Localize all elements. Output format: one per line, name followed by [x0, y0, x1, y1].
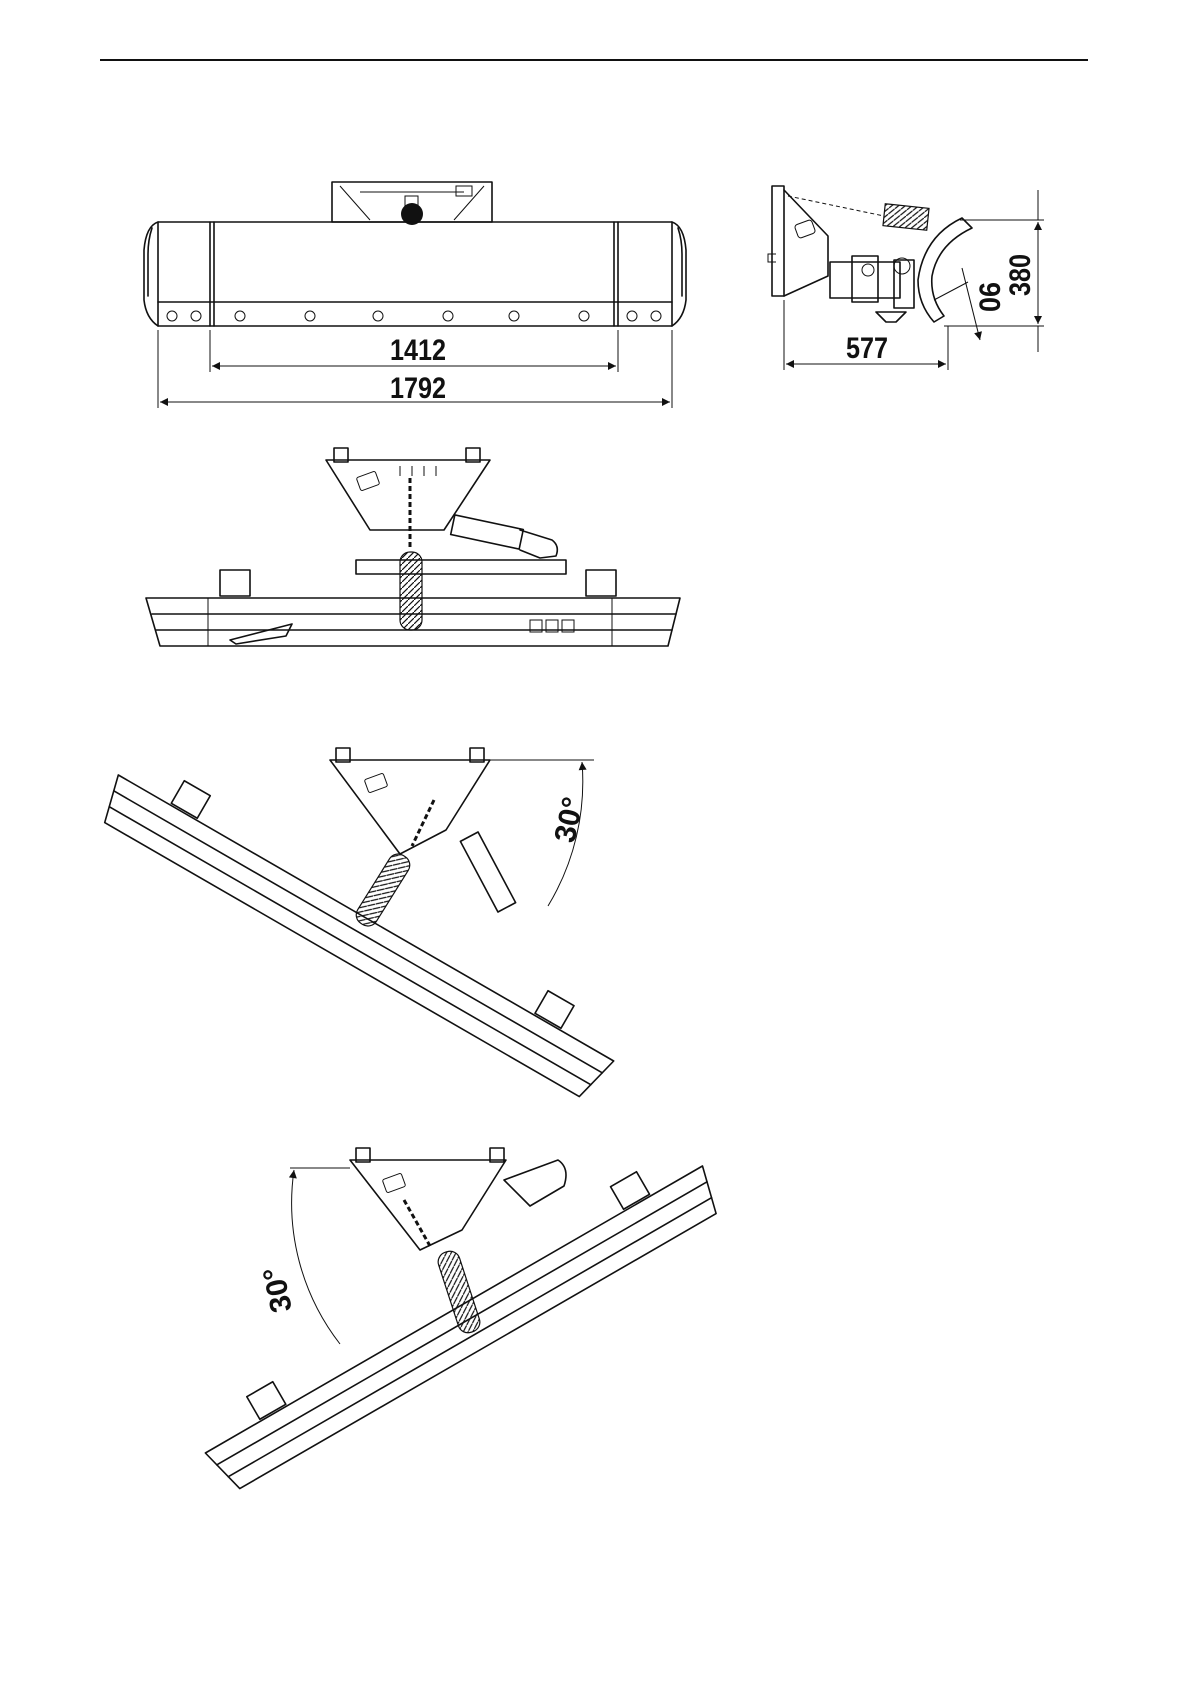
side-view	[768, 186, 1044, 370]
dimension-height: 380	[1004, 254, 1037, 296]
angle-label-left: 30°	[257, 1264, 299, 1315]
dimension-blade-angle: 06	[974, 282, 1007, 312]
angle-label-right: 30°	[549, 794, 591, 845]
top-view-angled-left	[191, 1142, 726, 1495]
dimension-inner-width: 1412	[390, 334, 446, 367]
dimension-overall-width: 1792	[390, 372, 446, 405]
top-view-straight	[146, 448, 680, 646]
top-view-angled-right	[94, 748, 627, 1103]
dimension-depth: 577	[846, 332, 888, 365]
